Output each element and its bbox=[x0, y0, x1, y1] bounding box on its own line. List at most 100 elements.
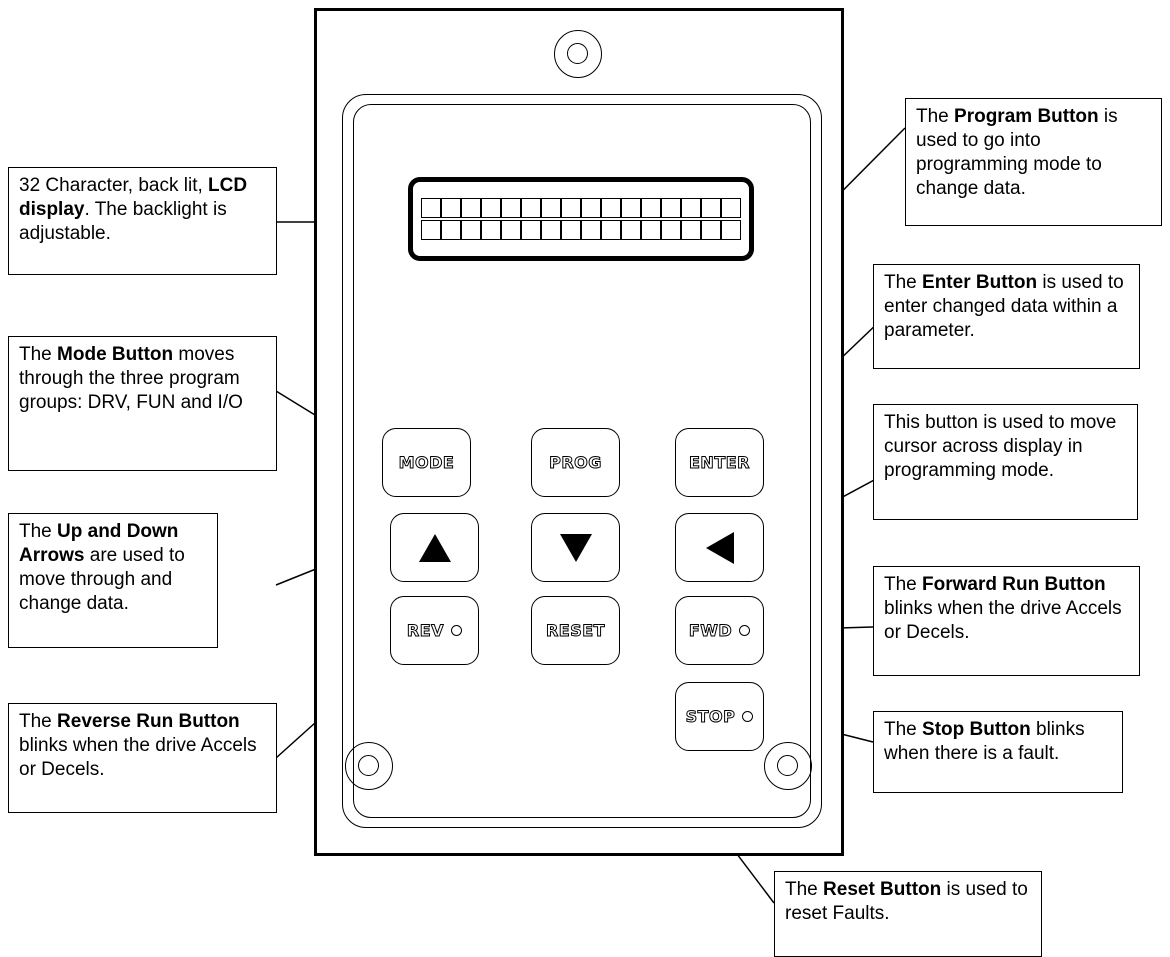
bezel-outer bbox=[342, 94, 822, 828]
callout-cursor: This button is used to move cursor acros… bbox=[873, 404, 1138, 520]
lcd-row-2 bbox=[421, 220, 741, 240]
lcd-display bbox=[408, 177, 754, 261]
callout-forward-text-bold: Forward Run Button bbox=[922, 574, 1106, 595]
lcd-character-cell bbox=[501, 220, 521, 240]
lcd-character-cell bbox=[481, 198, 501, 218]
callout-enter: The Enter Button is used to enter change… bbox=[873, 264, 1140, 369]
callout-program: The Program Button is used to go into pr… bbox=[905, 98, 1162, 226]
callout-enter-text-pre: The bbox=[884, 272, 923, 293]
lcd-character-cell bbox=[601, 198, 621, 218]
callout-forward-text-post: blinks when the drive Accels or Decels. bbox=[884, 598, 1122, 643]
lcd-character-cell bbox=[561, 220, 581, 240]
prog-button-label: PROG bbox=[549, 453, 602, 473]
lcd-character-cell bbox=[641, 220, 661, 240]
callout-mode: The Mode Button moves through the three … bbox=[8, 336, 277, 471]
lcd-character-cell bbox=[521, 198, 541, 218]
lcd-character-cell bbox=[461, 198, 481, 218]
callout-reset-text-pre: The bbox=[785, 879, 824, 900]
lcd-character-cell bbox=[481, 220, 501, 240]
lcd-character-cell bbox=[541, 220, 561, 240]
screw-bottom-right-icon bbox=[764, 742, 812, 790]
callout-program-text-pre: The bbox=[916, 106, 955, 127]
mode-button[interactable]: MODE bbox=[382, 428, 471, 497]
lcd-character-cell bbox=[661, 198, 681, 218]
callout-reverse-text-bold: Reverse Run Button bbox=[57, 711, 240, 732]
lcd-character-cell bbox=[721, 198, 741, 218]
lcd-character-cell bbox=[661, 220, 681, 240]
stop-button[interactable]: STOP bbox=[675, 682, 764, 751]
bezel-inner bbox=[353, 104, 811, 818]
lcd-character-cell bbox=[641, 198, 661, 218]
lcd-character-cell bbox=[681, 220, 701, 240]
callout-program-text-post: is used to go into programming mode to c… bbox=[916, 106, 1118, 199]
lcd-character-cell bbox=[721, 220, 741, 240]
callout-mode-text-post: moves through the three program groups: … bbox=[19, 344, 243, 413]
callout-enter-text-bold: Enter Button bbox=[922, 272, 1038, 293]
callout-lcd-text-bold: LCD display bbox=[19, 175, 248, 220]
callout-lcd-text-pre: 32 Character, back lit, bbox=[19, 175, 209, 196]
lcd-character-cell bbox=[581, 198, 601, 218]
callout-lcd-text-post: . The backlight is adjustable. bbox=[19, 199, 227, 244]
lcd-character-cell bbox=[521, 220, 541, 240]
rev-led-icon bbox=[451, 625, 463, 636]
callout-mode-text-pre: The bbox=[19, 344, 58, 365]
callout-program-text-bold: Program Button bbox=[954, 106, 1099, 127]
callout-arrows: The Up and Down Arrows are used to move … bbox=[8, 513, 218, 648]
down-arrow-icon bbox=[559, 533, 592, 562]
callout-cursor-text: This button is used to move cursor acros… bbox=[884, 412, 1117, 481]
callout-forward: The Forward Run Button blinks when the d… bbox=[873, 566, 1140, 676]
lcd-character-cell bbox=[581, 220, 601, 240]
callout-reset-text-post: is used to reset Faults. bbox=[785, 879, 1028, 924]
reset-button-label: RESET bbox=[545, 621, 606, 641]
prog-button[interactable]: PROG bbox=[531, 428, 620, 497]
reset-button[interactable]: RESET bbox=[531, 596, 620, 665]
lcd-character-cell bbox=[701, 198, 721, 218]
fwd-button[interactable]: FWD bbox=[675, 596, 764, 665]
lcd-character-cell bbox=[501, 198, 521, 218]
callout-reverse: The Reverse Run Button blinks when the d… bbox=[8, 703, 277, 813]
callout-stop-text-pre: The bbox=[884, 719, 923, 740]
lcd-character-cell bbox=[541, 198, 561, 218]
lcd-character-cell bbox=[601, 220, 621, 240]
callout-arrows-text-pre: The bbox=[19, 521, 58, 542]
callout-mode-text-bold: Mode Button bbox=[57, 344, 174, 365]
enter-button[interactable]: ENTER bbox=[675, 428, 764, 497]
lcd-character-cell bbox=[441, 198, 461, 218]
callout-arrows-text-bold: Up and Down Arrows bbox=[19, 521, 179, 566]
lcd-character-cell bbox=[461, 220, 481, 240]
callout-reset: The Reset Button is used to reset Faults… bbox=[774, 871, 1042, 957]
enter-button-label: ENTER bbox=[689, 453, 750, 473]
screw-top-icon bbox=[554, 30, 602, 78]
lcd-character-cell bbox=[421, 220, 441, 240]
mode-button-label: MODE bbox=[398, 453, 455, 473]
lcd-character-cell bbox=[441, 220, 461, 240]
rev-button[interactable]: REV bbox=[390, 596, 479, 665]
lcd-character-cell bbox=[621, 220, 641, 240]
lcd-character-cell bbox=[701, 220, 721, 240]
lcd-character-cell bbox=[681, 198, 701, 218]
callout-stop: The Stop Button blinks when there is a f… bbox=[873, 711, 1123, 793]
lcd-character-cell bbox=[621, 198, 641, 218]
callout-lcd: 32 Character, back lit, LCD display. The… bbox=[8, 167, 277, 275]
down-arrow-button[interactable] bbox=[531, 513, 620, 582]
lcd-character-cell bbox=[561, 198, 581, 218]
left-arrow-button[interactable] bbox=[675, 513, 764, 582]
lcd-character-cell bbox=[421, 198, 441, 218]
callout-enter-text-post: is used to enter changed data within a p… bbox=[884, 272, 1124, 341]
callout-forward-text-pre: The bbox=[884, 574, 923, 595]
fwd-button-label: FWD bbox=[688, 621, 733, 641]
stop-led-icon bbox=[742, 711, 754, 722]
callout-stop-text-bold: Stop Button bbox=[922, 719, 1031, 740]
left-arrow-icon bbox=[705, 531, 734, 564]
stop-button-label: STOP bbox=[685, 707, 736, 727]
callout-reverse-text-pre: The bbox=[19, 711, 58, 732]
rev-button-label: REV bbox=[406, 621, 445, 641]
fwd-led-icon bbox=[739, 625, 751, 636]
callout-reverse-text-post: blinks when the drive Accels or Decels. bbox=[19, 735, 257, 780]
lcd-row-1 bbox=[421, 198, 741, 218]
callout-reset-text-bold: Reset Button bbox=[823, 879, 942, 900]
callout-stop-text-post: blinks when there is a fault. bbox=[884, 719, 1085, 764]
up-arrow-button[interactable] bbox=[390, 513, 479, 582]
callout-arrows-text-post: are used to move through and change data… bbox=[19, 545, 185, 614]
up-arrow-icon bbox=[418, 533, 451, 562]
